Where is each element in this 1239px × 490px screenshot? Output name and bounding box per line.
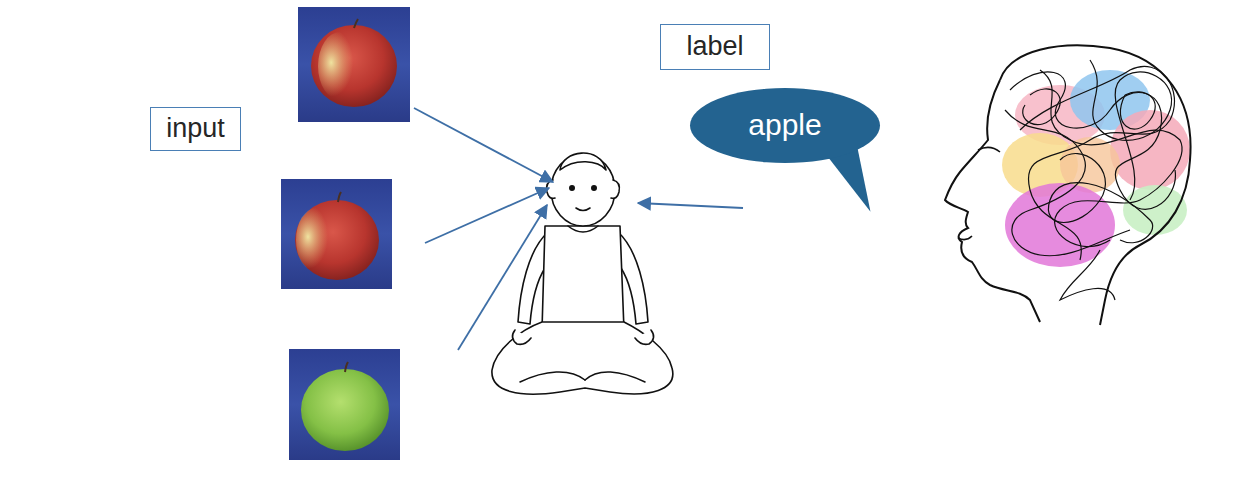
input-box: input [150, 107, 241, 151]
apple-photo [281, 179, 392, 289]
label-box: label [660, 24, 770, 70]
node-label: input [166, 113, 225, 144]
speech-bubble: apple [690, 88, 880, 163]
node-label: apple [748, 108, 821, 143]
apple-photo [298, 7, 410, 122]
brain-head [945, 45, 1191, 325]
apple-photo [289, 349, 400, 460]
input-arrow [414, 108, 743, 350]
node-label: label [686, 31, 743, 62]
baby-drawing [492, 153, 673, 394]
